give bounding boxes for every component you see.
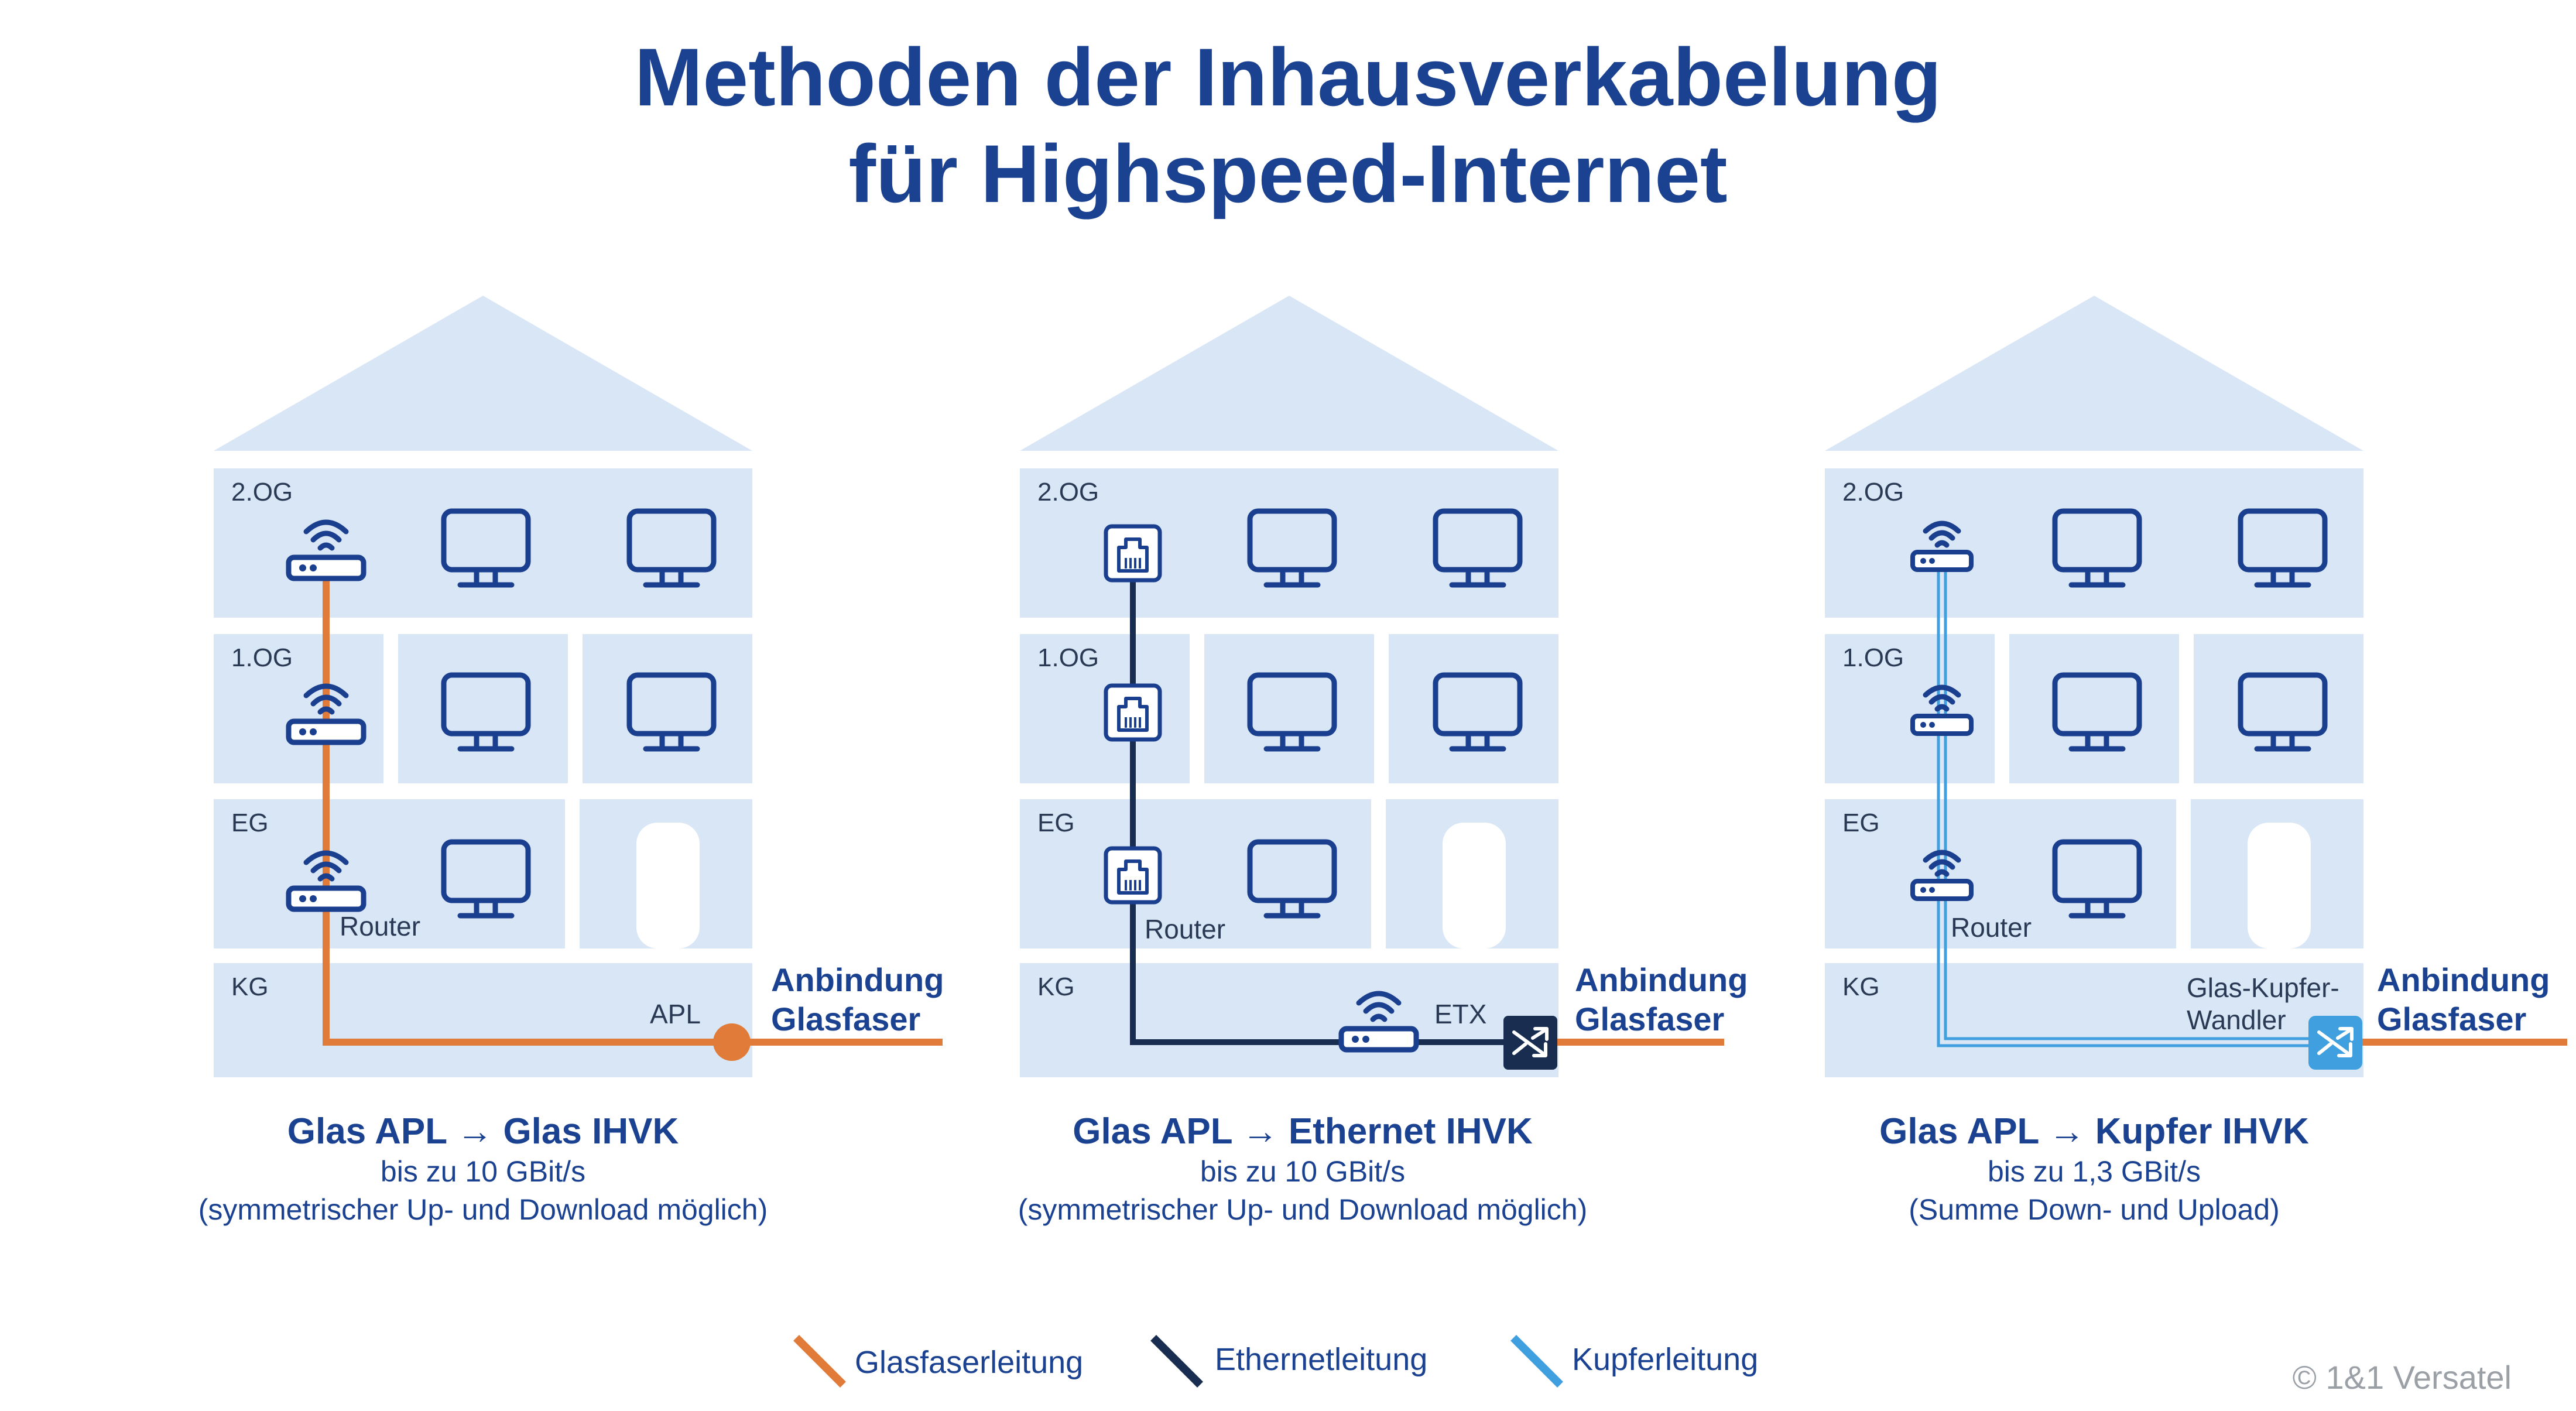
ethernet-socket-icon <box>1106 848 1160 902</box>
floor-label-1og: 1.OG <box>1842 643 1904 672</box>
floor-2og <box>214 468 752 618</box>
legend-label-glass: Glasfaserleitung <box>855 1345 1083 1380</box>
floor-label-eg: EG <box>1842 809 1880 837</box>
room-eg-a <box>1020 799 1371 948</box>
caption-speed: bis zu 10 GBit/s <box>1200 1155 1405 1188</box>
floor-label-kg: KG <box>1037 972 1075 1001</box>
floor-label-kg: KG <box>1842 972 1880 1001</box>
caption-speed: bis zu 1,3 GBit/s <box>1988 1155 2201 1188</box>
floor-label-eg: EG <box>231 809 269 837</box>
legend-swatch-ethernet <box>1150 1335 1203 1388</box>
house-copper: 2.OG 1.OG EG KG Router Glas-Kupfer- Wand… <box>1825 296 2567 1226</box>
connection-label-line2: Glasfaser <box>771 1001 920 1037</box>
converter-label-line1: Glas-Kupfer- <box>2187 972 2339 1003</box>
ethernet-socket-icon <box>1106 526 1160 580</box>
room-1og-a <box>214 634 383 783</box>
apl-label: APL <box>650 999 701 1029</box>
floor-2og <box>1020 468 1558 618</box>
room-eg-a <box>214 799 565 948</box>
door-icon <box>1443 823 1506 948</box>
house-ethernet: 2.OG 1.OG EG KG Router ETX Anbindung Gla… <box>1018 296 1748 1226</box>
room-1og-c <box>1389 634 1558 783</box>
title-line-2: für Highspeed-Internet <box>848 128 1727 220</box>
room-1og-b <box>2009 634 2179 783</box>
roof <box>1825 296 2363 451</box>
caption-note: (symmetrischer Up- und Download möglich) <box>198 1193 768 1226</box>
floor-label-1og: 1.OG <box>231 643 293 672</box>
connection-label-line1: Anbindung <box>1575 961 1748 998</box>
converter-icon <box>1503 1016 1557 1070</box>
house-glass: 2.OG 1.OG EG KG Router APL Anbindung Gla… <box>198 296 944 1226</box>
caption-note: (symmetrischer Up- und Download möglich) <box>1018 1193 1588 1226</box>
caption-title: Glas APL → Kupfer IHVK <box>1879 1111 2309 1152</box>
room-1og-c <box>2194 634 2363 783</box>
etx-label: ETX <box>1434 999 1486 1029</box>
roof <box>214 296 752 451</box>
legend-swatch-glass <box>793 1335 846 1388</box>
legend-label-ethernet: Ethernetleitung <box>1215 1342 1427 1377</box>
caption-speed: bis zu 10 GBit/s <box>381 1155 585 1188</box>
floor-label-eg: EG <box>1037 809 1075 837</box>
floor-label-2og: 2.OG <box>1842 478 1904 506</box>
legend: Glasfaserleitung Ethernetleitung Kupferl… <box>793 1335 1758 1388</box>
legend-label-copper: Kupferleitung <box>1572 1342 1758 1377</box>
floor-label-1og: 1.OG <box>1037 643 1099 672</box>
connection-label-line2: Glasfaser <box>1575 1001 1724 1037</box>
room-1og-b <box>1204 634 1374 783</box>
router-label: Router <box>1145 914 1225 944</box>
floor-2og <box>1825 468 2363 618</box>
connection-label-line1: Anbindung <box>771 961 944 998</box>
ethernet-socket-icon <box>1106 686 1160 739</box>
door-icon <box>636 823 700 948</box>
title-line-1: Methoden der Inhausverkabelung <box>635 31 1942 123</box>
roof <box>1020 296 1558 451</box>
router-label: Router <box>340 911 420 941</box>
room-eg-a <box>1825 799 2176 948</box>
copyright: © 1&1 Versatel <box>2293 1359 2512 1396</box>
caption-note: (Summe Down- und Upload) <box>1909 1193 2280 1226</box>
room-1og-a <box>1825 634 1995 783</box>
router-label: Router <box>1951 912 2032 943</box>
floor-kg <box>1020 963 1558 1077</box>
room-1og-c <box>583 634 752 783</box>
connection-label-line2: Glasfaser <box>2377 1001 2526 1037</box>
connection-label-line1: Anbindung <box>2377 961 2550 998</box>
converter-icon <box>2308 1016 2362 1070</box>
floor-label-kg: KG <box>231 972 269 1001</box>
door-icon <box>2248 823 2311 948</box>
floor-label-2og: 2.OG <box>231 478 293 506</box>
apl-point <box>713 1023 751 1061</box>
room-1og-b <box>398 634 568 783</box>
legend-swatch-copper <box>1510 1335 1563 1388</box>
converter-label-line2: Wandler <box>2187 1005 2286 1035</box>
floor-label-2og: 2.OG <box>1037 478 1099 506</box>
caption-title: Glas APL → Ethernet IHVK <box>1073 1111 1533 1152</box>
floor-kg <box>1825 963 2363 1077</box>
floor-kg <box>214 963 752 1077</box>
caption-title: Glas APL → Glas IHVK <box>287 1111 679 1152</box>
